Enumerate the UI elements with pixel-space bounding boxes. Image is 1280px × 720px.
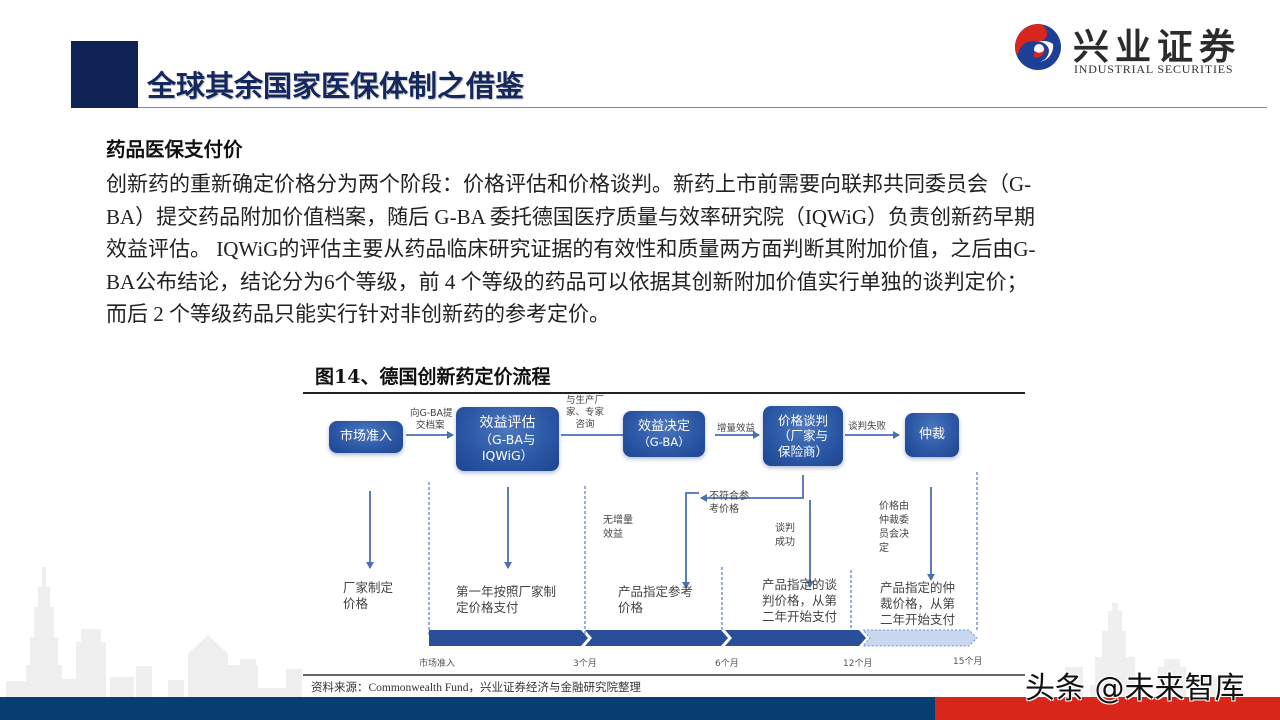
timeline-label: 3个月 <box>573 659 597 669</box>
label-negotiation-success: 谈判 成功 <box>775 523 795 548</box>
label-submit-dossier: 向G-BA提 交档案 <box>410 408 453 431</box>
page-title: 全球其余国家医保体制之借鉴 <box>147 69 525 103</box>
header-divider <box>138 107 1267 108</box>
outcome-arbitrated-price: 产品指定的仲 裁价格，从第 二年开始支付 <box>880 580 956 627</box>
arbitration-box: 仲裁 <box>905 413 959 457</box>
figure-source: 资料来源：Commonwealth Fund，兴业证券经济与金融研究院整理 <box>311 682 641 694</box>
figure-top-rule <box>303 392 1025 394</box>
label-added-benefit: 增量效益 <box>717 423 756 434</box>
paragraph-line: BA公布结论，结论分为6个等级，前 4 个等级的药品可以依据其创新附加价值实行单… <box>106 269 1028 294</box>
paragraph-line: 而后 2 个等级药品只能实行针对非创新药的参考定价。 <box>106 302 610 326</box>
label-no-added-benefit: 无增量 效益 <box>603 515 633 540</box>
footer-red-bar <box>935 697 1280 720</box>
timeline-label: 15个月 <box>953 657 983 667</box>
label-consult: 与生产厂 家、专家 咨询 <box>566 395 605 430</box>
outcome-first-year: 第一年按照厂家制 定价格支付 <box>456 584 557 615</box>
header-accent-block <box>71 41 138 108</box>
watermark: 头条 @未来智库 <box>1025 671 1245 706</box>
figure-bottom-rule <box>303 674 1025 676</box>
outcome-manufacturer-price: 厂家制定 价格 <box>343 580 394 611</box>
logo-name-cn: 兴业证券 <box>1073 26 1242 68</box>
timeline-label: 6个月 <box>715 659 739 669</box>
outcome-negotiated-price: 产品指定的谈 判价格，从第 二年开始支付 <box>762 577 838 624</box>
timeline-label: 12个月 <box>843 659 873 669</box>
section-title: 药品医保支付价 <box>106 138 243 161</box>
skyline-background <box>0 497 1280 697</box>
swirl-logo-icon <box>1015 24 1061 70</box>
paragraph-line: 创新药的重新确定价格分为两个阶段：价格评估和价格谈判。新药上市前需要向联邦共同委… <box>106 172 1032 196</box>
company-logo: 兴业证券 INDUSTRIAL SECURITIES <box>1013 18 1263 78</box>
label-not-match-reference: 不符合参 考价格 <box>709 491 749 515</box>
benefit-decision-box: 效益决定 （G-BA） <box>623 411 705 457</box>
logo-name-en: INDUSTRIAL SECURITIES <box>1074 62 1234 76</box>
footer-navy-bar <box>0 697 935 720</box>
timeline-label: 市场准入 <box>419 659 456 669</box>
figure-title: 图14、德国创新药定价流程 <box>315 366 551 388</box>
market-entry-box: 市场准入 <box>329 421 403 453</box>
paragraph-line: 效益评估。 IQWiG的评估主要从药品临床研究证据的有效性和质量两方面判断其附加… <box>106 237 1036 261</box>
label-negotiation-failed: 谈判失败 <box>848 421 887 432</box>
benefit-assessment-box: 效益评估 （G-BA与 IQWiG） <box>456 407 559 471</box>
outcome-reference-price: 产品指定参考 价格 <box>618 584 694 615</box>
price-negotiation-box: 价格谈判 （厂家与 保险商） <box>763 406 843 466</box>
label-arbitration-decides: 价格由 仲裁委 员会决 定 <box>879 501 909 554</box>
body-paragraph: 创新药的重新确定价格分为两个阶段：价格评估和价格谈判。新药上市前需要向联邦共同委… <box>106 168 1180 331</box>
paragraph-line: BA）提交药品附加价值档案，随后 G-BA 委托德国医疗质量与效率研究院（IQW… <box>106 204 1035 229</box>
flow-connectors <box>366 431 978 647</box>
pricing-flow-diagram: 市场准入 效益评估 （G-BA与 IQWiG） 效益决定 （G-BA） 价格谈判… <box>303 394 1025 674</box>
